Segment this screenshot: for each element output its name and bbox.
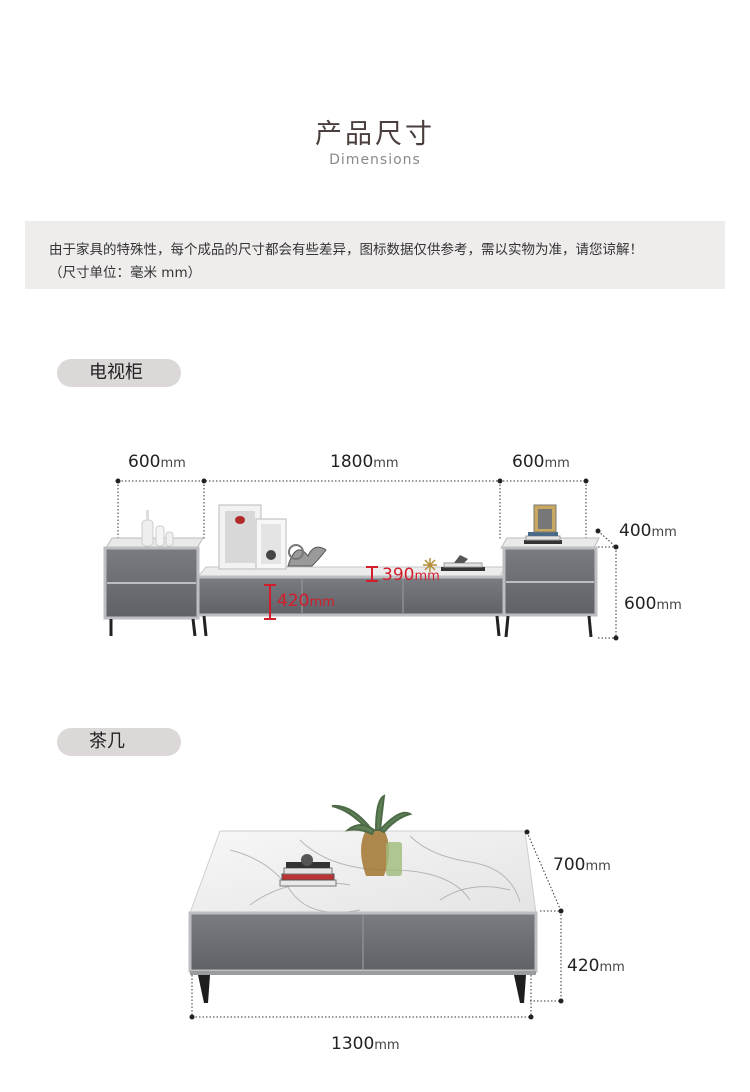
dim-tv-center-width: 1800mm	[330, 452, 399, 472]
dim-tv-left-width: 600mm	[128, 452, 186, 472]
coffee-table-drawing	[188, 794, 564, 1020]
notice-box: 由于家具的特殊性，每个成品的尺寸都会有些差异，图标数据仅供参考，需以实物为准，请…	[25, 221, 725, 289]
notice-line-1: 由于家具的特殊性，每个成品的尺寸都会有些差异，图标数据仅供参考，需以实物为准，请…	[49, 242, 643, 258]
dim-tv-right-width: 600mm	[512, 452, 570, 472]
notice-line-2: （尺寸单位：毫米 mm）	[49, 265, 202, 281]
page-subtitle: Dimensions	[329, 152, 421, 168]
dim-tv-drawer-height: 390mm	[382, 565, 440, 585]
tv-cabinet-drawing	[103, 478, 619, 641]
dim-tv-center-height: 420mm	[277, 591, 335, 611]
section-label-tv-cabinet: 电视柜	[57, 359, 181, 387]
page-title: 产品尺寸	[315, 119, 435, 150]
dim-tv-side-height: 600mm	[624, 594, 682, 614]
dim-table-depth: 700mm	[553, 855, 611, 875]
dim-tv-side-depth: 400mm	[619, 521, 677, 541]
dim-table-width: 1300mm	[331, 1034, 400, 1054]
section-label-coffee-table: 茶几	[57, 728, 181, 756]
dim-table-height: 420mm	[567, 956, 625, 976]
